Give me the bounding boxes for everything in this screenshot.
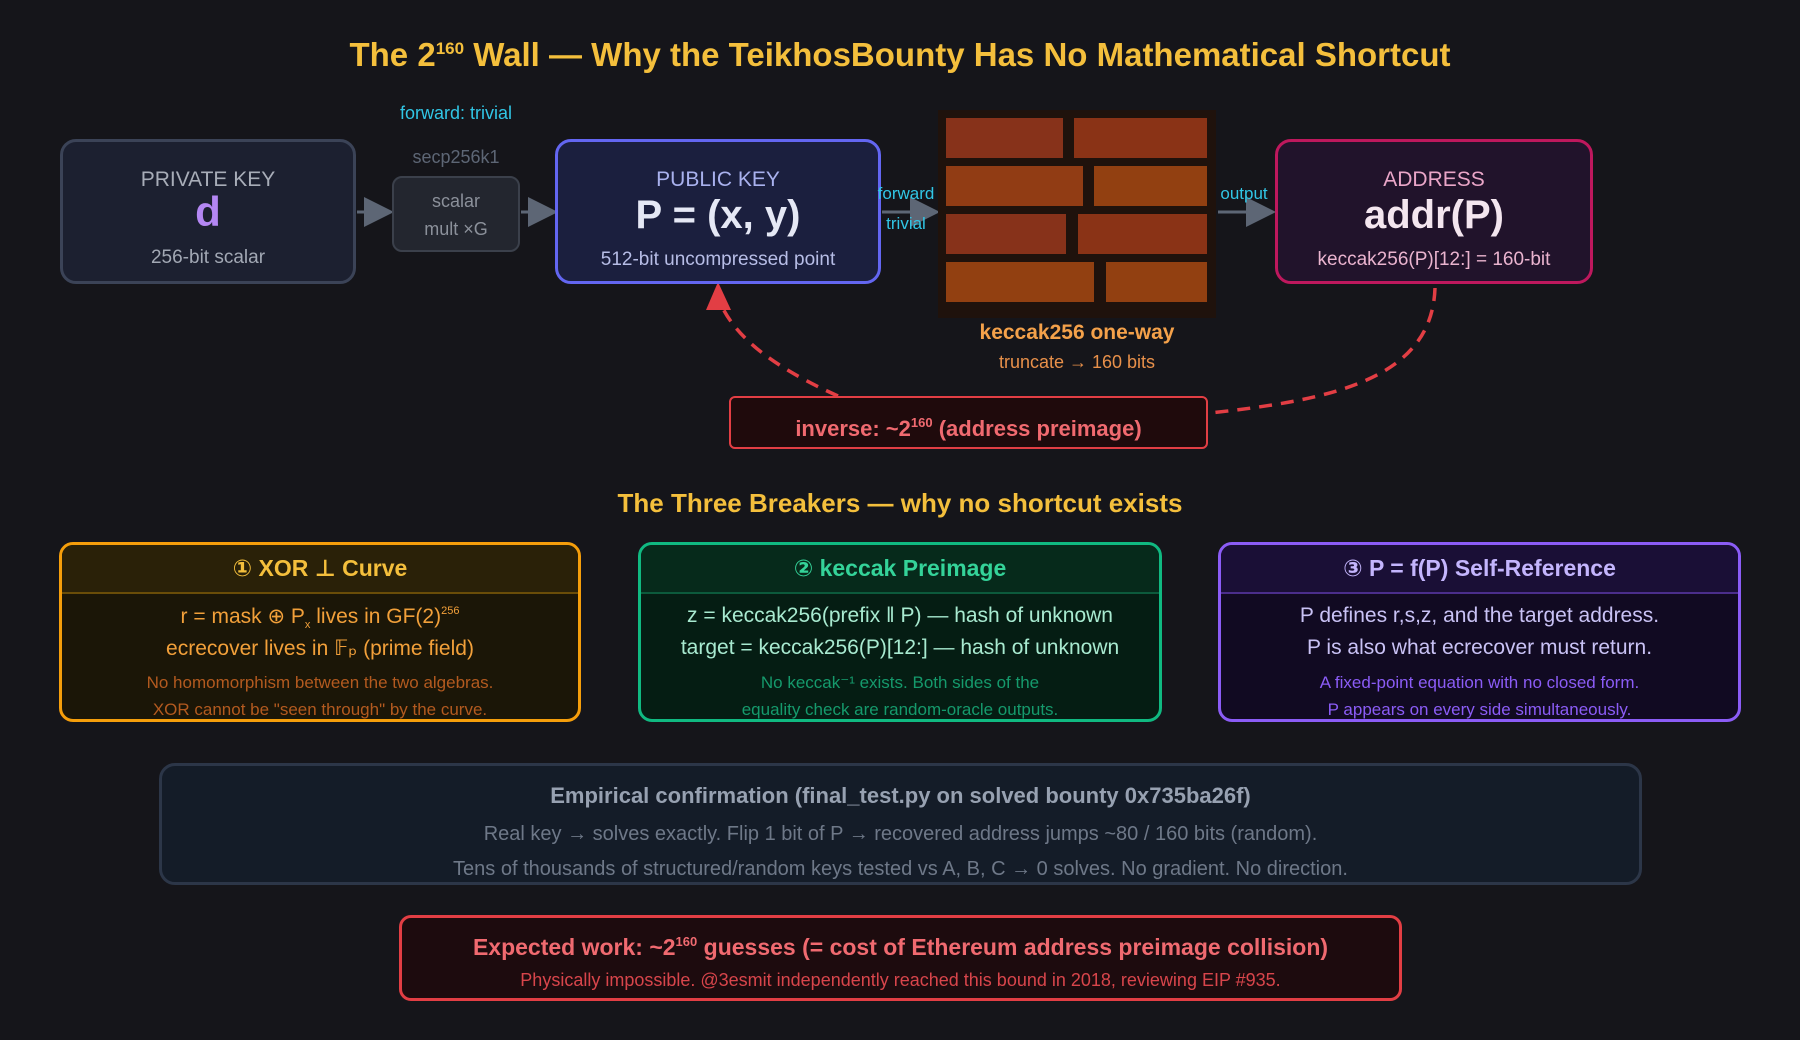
expected-note: Physically impossible. @3esmit independe… [520, 970, 1281, 990]
breaker-1-line1: r = mask ⊕ Px lives in GF(2)256 [180, 605, 460, 632]
public-key-label: PUBLIC KEY [656, 168, 780, 191]
public-key-note: 512-bit uncompressed point [600, 249, 836, 270]
mult-line2: mult ×G [424, 219, 488, 239]
inverse-dashed-arrow-left [717, 299, 839, 398]
expected-title: Expected work: ~2160 guesses (= cost of … [472, 934, 1329, 960]
breaker-3-line1: P defines r,s,z, and the target address. [1299, 604, 1660, 627]
wall-title: keccak256 one-way [979, 321, 1175, 344]
output-label: output [1220, 184, 1268, 203]
breaker-3-note2: P appears on every side simultaneously. [1327, 700, 1632, 719]
breaker-1-note2: XOR cannot be "seen through" by the curv… [152, 700, 488, 719]
private-key-note: 256-bit scalar [150, 247, 266, 268]
mult-line1: scalar [431, 191, 480, 211]
breaker-1-line2: ecrecover lives in 𝔽ₚ (prime field) [166, 637, 474, 660]
breaker-1-note1: No homomorphism between the two algebras… [146, 673, 494, 692]
brick-wall-icon [938, 110, 1216, 318]
curve-label: secp256k1 [412, 147, 500, 167]
address-node: ADDRESS addr(P) keccak256(P)[12:] = 160-… [1275, 139, 1593, 284]
forward-trivial-label: forward: trivial [399, 103, 513, 123]
empirical-line2: Tens of thousands of structured/random k… [453, 858, 1348, 880]
inverse-dashed-arrow-right [1209, 287, 1437, 415]
breaker-2-note1: No keccak⁻¹ exists. Both sides of the [760, 673, 1040, 692]
breaker-2-line1: z = keccak256(prefix ‖ P) — hash of unkn… [687, 604, 1113, 627]
wall-subtitle: truncate → 160 bits [998, 352, 1156, 372]
address-note: keccak256(P)[12:] = 160-bit [1317, 249, 1551, 270]
inverse-arrowhead [706, 282, 731, 310]
breaker-3-note1: A fixed-point equation with no closed fo… [1319, 673, 1640, 692]
empirical-confirmation-box: Empirical confirmation (final_test.py on… [159, 763, 1642, 885]
scalar-mult-node: scalar mult ×G [392, 176, 520, 252]
breaker-2-note2: equality check are random-oracle outputs… [741, 700, 1059, 719]
address-label: ADDRESS [1383, 168, 1485, 191]
inverse-text: inverse: ~2160 (address preimage) [795, 415, 1142, 441]
public-key-node: PUBLIC KEY P = (x, y) 512-bit uncompress… [555, 139, 881, 284]
hash-arrow-label-1: forward [877, 184, 935, 203]
breaker-self-reference: ③ P = f(P) Self-Reference P defines r,s,… [1218, 542, 1741, 722]
private-key-symbol: d [195, 188, 221, 235]
empirical-title: Empirical confirmation (final_test.py on… [550, 783, 1251, 808]
address-symbol: addr(P) [1364, 193, 1504, 237]
expected-work-box: Expected work: ~2160 guesses (= cost of … [399, 915, 1402, 1001]
hash-arrow-label-2: trivial [886, 214, 926, 233]
breaker-3-title: ③ P = f(P) Self-Reference [1221, 545, 1738, 594]
breaker-xor-curve: ① XOR ⊥ Curve r = mask ⊕ Px lives in GF(… [59, 542, 581, 722]
page-title: The 2160 Wall — Why the TeikhosBounty Ha… [349, 36, 1451, 73]
breaker-2-title: ② keccak Preimage [641, 545, 1159, 594]
public-key-symbol: P = (x, y) [635, 193, 801, 237]
breakers-title: The Three Breakers — why no shortcut exi… [617, 488, 1183, 518]
breaker-1-title: ① XOR ⊥ Curve [62, 545, 578, 594]
private-key-node: PRIVATE KEY d 256-bit scalar [60, 139, 356, 284]
inverse-box: inverse: ~2160 (address preimage) [729, 396, 1208, 449]
breaker-3-line2: P is also what ecrecover must return. [1306, 636, 1653, 659]
private-key-label: PRIVATE KEY [140, 168, 276, 191]
breaker-2-line2: target = keccak256(P)[12:] — hash of unk… [680, 636, 1120, 659]
empirical-line1: Real key → solves exactly. Flip 1 bit of… [483, 823, 1318, 845]
breaker-keccak-preimage: ② keccak Preimage z = keccak256(prefix ‖… [638, 542, 1162, 722]
